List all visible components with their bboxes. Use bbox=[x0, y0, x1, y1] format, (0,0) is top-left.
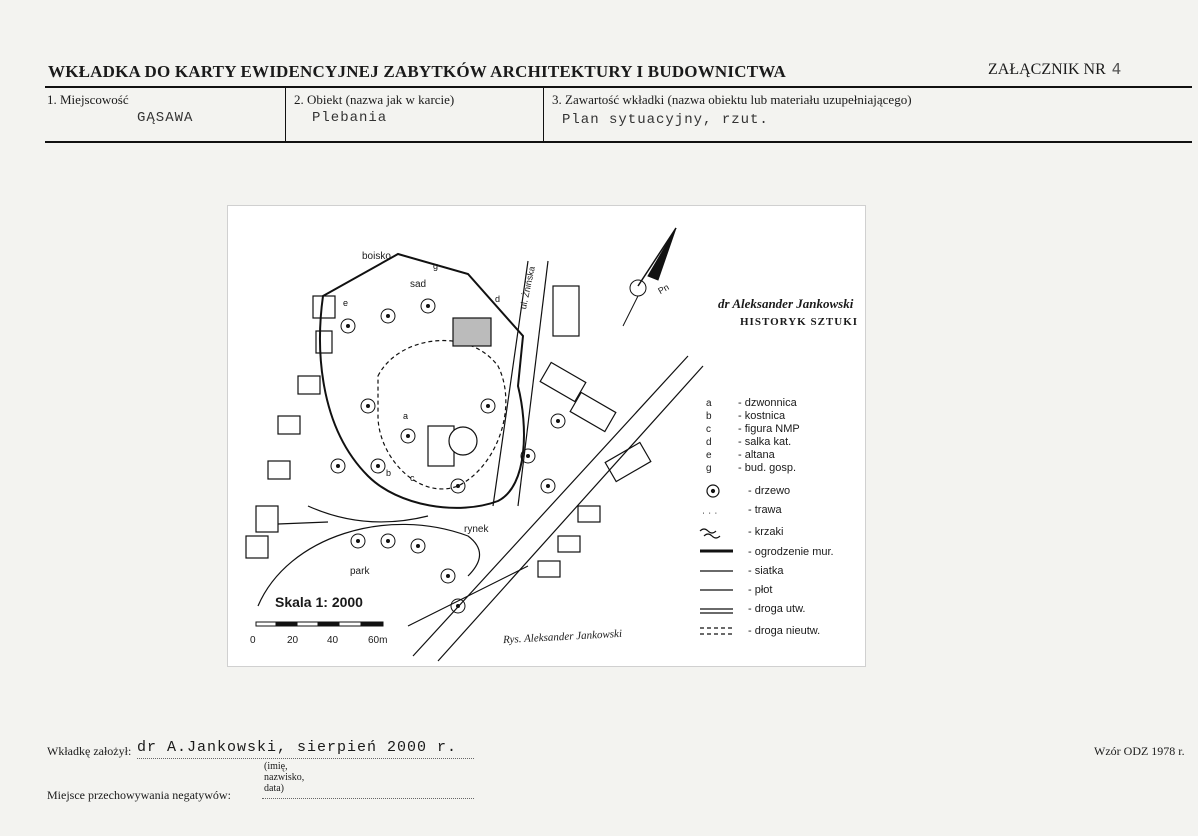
scale-tick-60m: 60m bbox=[368, 635, 388, 646]
grass-icon: ˌ ˌ ˌ bbox=[702, 504, 718, 515]
building-l3 bbox=[267, 460, 291, 480]
inner-path bbox=[377, 340, 507, 490]
stamp-title: HISTORYK SZTUKI bbox=[740, 316, 859, 328]
scale-tick-40: 40 bbox=[327, 635, 339, 646]
legend-text-fence: - płot bbox=[748, 584, 773, 596]
header-bottom-rule bbox=[45, 141, 1192, 143]
building-l4 bbox=[255, 505, 279, 533]
building-l5 bbox=[245, 535, 269, 559]
main-road-line-1 bbox=[412, 355, 689, 657]
main-road-line-2 bbox=[437, 365, 704, 662]
scale-label: Skala 1: 2000 bbox=[275, 594, 363, 610]
annex-label: ZAŁĄCZNIK NR 4 bbox=[988, 60, 1121, 79]
legend-text-e: - altana bbox=[738, 449, 775, 461]
road-arrow-2 bbox=[407, 565, 529, 627]
building-r6 bbox=[557, 535, 581, 553]
north-arrow bbox=[622, 227, 677, 327]
form-pattern: Wzór ODZ 1978 r. bbox=[1094, 744, 1185, 758]
legend-text-a: - dzwonnica bbox=[738, 397, 797, 409]
legend-code-d: d bbox=[706, 437, 712, 448]
legend-code-e: e bbox=[706, 450, 712, 461]
legend-text-b: - kostnica bbox=[738, 410, 786, 422]
map-label-rynek: rynek bbox=[464, 524, 489, 535]
legend-text-mesh-fence: - siatka bbox=[748, 565, 784, 577]
form-title: WKŁADKA DO KARTY EWIDENCYJNEJ ZABYTKÓW A… bbox=[48, 62, 787, 81]
field-divider-2 bbox=[543, 87, 544, 142]
rynek-arc-lower bbox=[257, 523, 481, 607]
legend-text-tree: - drzewo bbox=[748, 485, 791, 497]
svg-text:c: c bbox=[410, 473, 415, 483]
building-r2 bbox=[539, 361, 587, 403]
field-locality-label: 1. Miejscowość bbox=[47, 92, 129, 107]
field-content-label: 3. Zawartość wkładki (nazwa obiektu lub … bbox=[552, 92, 912, 107]
hatched-building bbox=[452, 317, 492, 347]
annex-number: 4 bbox=[1111, 60, 1122, 78]
building-r7 bbox=[537, 560, 561, 578]
field-object-value: Plebania bbox=[312, 110, 388, 126]
legend-code-g: g bbox=[706, 463, 712, 474]
established-label: Wkładkę założył: bbox=[47, 744, 132, 758]
legend-text-unpaved-road: - droga nieutw. bbox=[748, 625, 821, 637]
building-r4 bbox=[604, 441, 652, 483]
building-r3 bbox=[569, 391, 617, 433]
field-object-label: 2. Obiekt (nazwa jak w karcie) bbox=[294, 92, 455, 107]
legend-text-d: - salka kat. bbox=[738, 436, 792, 448]
tree-circles bbox=[330, 298, 566, 614]
building-l7 bbox=[315, 330, 333, 354]
scale-tick-0: 0 bbox=[250, 635, 256, 646]
building-l1 bbox=[297, 375, 321, 395]
svg-text:e: e bbox=[343, 298, 348, 308]
church-grounds-outline bbox=[319, 252, 525, 509]
building-r1 bbox=[552, 285, 580, 337]
established-dotted-line bbox=[137, 758, 474, 759]
legend-text-wall-fence: - ogrodzenie mur. bbox=[748, 546, 834, 558]
storage-dotted-line bbox=[262, 798, 474, 799]
svg-text:g: g bbox=[433, 261, 438, 271]
established-value: dr A.Jankowski, sierpień 2000 r. bbox=[137, 739, 458, 756]
scale-bar bbox=[255, 621, 384, 627]
scale-tick-20: 20 bbox=[287, 635, 299, 646]
field-divider-1 bbox=[285, 87, 286, 142]
building-l2 bbox=[277, 415, 301, 435]
field-locality-value: GĄSAWA bbox=[137, 110, 194, 126]
legend-text-bushes: - krzaki bbox=[748, 526, 784, 538]
rynek-arc-upper bbox=[307, 505, 429, 523]
legend-text-grass: - trawa bbox=[748, 504, 782, 516]
svg-text:a: a bbox=[403, 411, 408, 421]
annex-label-text: ZAŁĄCZNIK NR bbox=[988, 61, 1106, 78]
established-hint: (imię, nazwisko, data) bbox=[264, 761, 305, 794]
legend-text-paved-road: - droga utw. bbox=[748, 603, 806, 615]
area-letter-marks: a b c d e g bbox=[343, 261, 500, 483]
building-r5 bbox=[577, 505, 601, 523]
tree-dots bbox=[336, 304, 560, 608]
legend-code-a: a bbox=[706, 398, 712, 409]
legend-code-c: c bbox=[706, 424, 711, 435]
field-content-value: Plan sytuacyjny, rzut. bbox=[562, 112, 769, 128]
street-line-2 bbox=[517, 260, 549, 507]
street-line-1 bbox=[492, 260, 529, 507]
legend-text-g: - bud. gosp. bbox=[738, 462, 797, 474]
church-apse bbox=[448, 426, 478, 456]
map-label-sad: sad bbox=[410, 279, 427, 290]
legend-code-b: b bbox=[706, 411, 712, 422]
road-arrow-1 bbox=[277, 521, 329, 525]
stamp-name: dr Aleksander Jankowski bbox=[718, 296, 854, 311]
header-top-rule bbox=[45, 86, 1192, 88]
map-label-park: park bbox=[350, 566, 370, 577]
svg-text:d: d bbox=[495, 294, 500, 304]
svg-text:b: b bbox=[386, 468, 391, 478]
legend-text-c: - figura NMP bbox=[738, 423, 800, 435]
storage-label: Miejsce przechowywania negatywów: bbox=[47, 788, 231, 802]
map-label-boisko: boisko bbox=[362, 251, 391, 262]
building-l6 bbox=[312, 295, 336, 319]
legend-symbols bbox=[699, 484, 733, 635]
